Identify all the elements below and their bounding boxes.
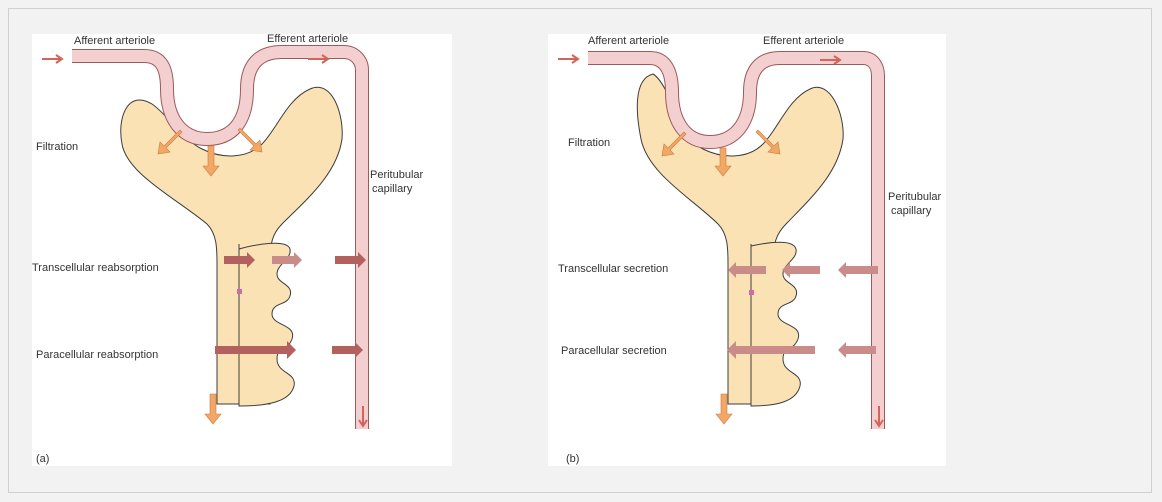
panel-a: Afferent arteriole Efferent arteriole Fi… [32,34,452,466]
afferent-arteriole-label: Afferent arteriole [588,35,669,47]
transport-arrow-icon [782,262,820,278]
paracellular-label: Paracellular secretion [561,345,667,357]
transcellular-label: Transcellular reabsorption [32,262,159,274]
tight-junction [749,290,754,295]
transcellular-label: Transcellular secretion [558,263,668,275]
filtration-arrow-icon [238,128,262,152]
paracellular-label: Paracellular reabsorption [36,349,158,361]
panel-b: Afferent arteriole Efferent arteriole Fi… [548,34,946,466]
tight-junction [237,289,242,294]
inflow-arrow-icon [558,55,578,63]
filtration-label: Filtration [36,141,78,153]
afferent-arteriole-label: Afferent arteriole [74,35,155,47]
panel-letter-a: (a) [36,453,49,465]
panel-letter-b: (b) [566,453,579,465]
peritubular-capillary-label-line1: Peritubular [888,191,942,203]
inflow-arrow-icon [42,55,62,63]
efferent-arteriole-label: Efferent arteriole [267,34,348,45]
filtration-label: Filtration [568,137,610,149]
transport-arrow-icon [838,342,876,358]
peritubular-capillary-label-line2: capillary [891,205,932,217]
peritubular-capillary-label-line1: Peritubular [370,169,424,181]
peritubular-capillary-label-line2: capillary [372,183,413,195]
panel-b-diagram: Afferent arteriole Efferent arteriole Fi… [548,34,946,466]
efferent-arteriole-label: Efferent arteriole [763,35,844,47]
panel-a-diagram: Afferent arteriole Efferent arteriole Fi… [32,34,452,466]
